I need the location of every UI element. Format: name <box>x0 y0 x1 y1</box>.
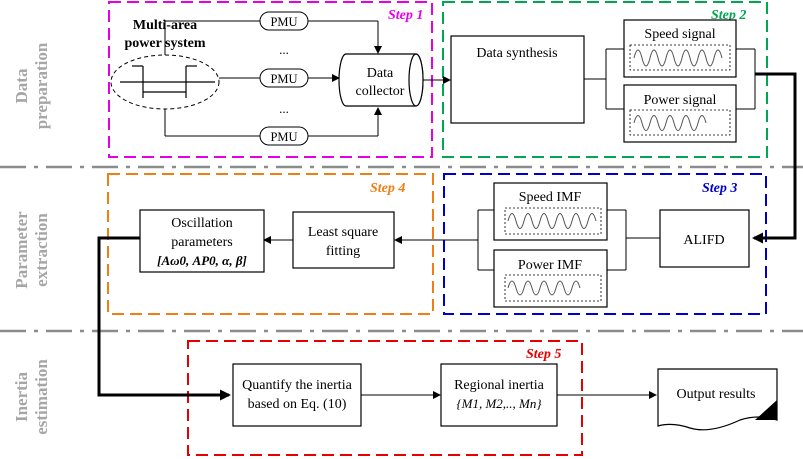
pmu-connections <box>164 20 382 137</box>
svg-text:Regional inertia: Regional inertia <box>454 378 545 393</box>
step2-label: Step 2 <box>711 8 746 23</box>
section-label-data-preparation: Data preparation <box>12 42 51 129</box>
svg-text:extraction: extraction <box>32 213 51 287</box>
thick-arrow-to-alifd <box>752 72 797 244</box>
svg-text:{M1, M2,.., Mn}: {M1, M2,.., Mn} <box>456 396 542 411</box>
speed-signal-box: Speed signal <box>623 19 737 78</box>
step4-label: Step 4 <box>370 181 405 196</box>
quantify-inertia-box: Quantify the inertia based on Eq. (10) <box>232 363 362 427</box>
speed-imf-box: Speed IMF <box>493 182 608 241</box>
svg-text:parameters: parameters <box>171 235 232 250</box>
svg-text:Power signal: Power signal <box>644 93 717 108</box>
svg-text:PMU: PMU <box>270 72 297 86</box>
regional-inertia-box: Regional inertia {M1, M2,.., Mn} <box>440 363 558 427</box>
oscillation-parameters-box: Oscillation parameters [Aω0, AP0, α, β] <box>139 209 265 273</box>
pmu-ellipsis-2: ... <box>279 101 289 116</box>
step4-region <box>107 173 434 315</box>
step5-region <box>187 340 583 456</box>
step1-label: Step 1 <box>388 8 423 23</box>
svg-text:Data synthesis: Data synthesis <box>476 46 557 61</box>
step3-label: Step 3 <box>702 181 737 196</box>
alifd-box: ALIFD <box>659 209 750 268</box>
svg-text:Data: Data <box>367 66 394 81</box>
imf-merge <box>394 209 494 271</box>
output-results-shape: Output results <box>657 368 778 431</box>
step2-region <box>442 1 768 158</box>
pmu-1: PMU <box>259 11 309 31</box>
svg-text:PMU: PMU <box>270 130 297 144</box>
svg-text:estimation: estimation <box>32 359 51 435</box>
step5-label: Step 5 <box>526 347 561 362</box>
svg-text:preparation: preparation <box>32 42 51 129</box>
svg-text:collector: collector <box>356 84 405 99</box>
svg-text:Quantify the inertia: Quantify the inertia <box>242 378 352 393</box>
svg-text:Parameter: Parameter <box>12 211 31 289</box>
pmu-2: PMU <box>259 68 309 88</box>
step3-region <box>443 173 767 315</box>
svg-text:Speed signal: Speed signal <box>644 27 715 42</box>
data-synthesis-box: Data synthesis <box>450 35 585 124</box>
svg-text:Inertia: Inertia <box>12 371 31 422</box>
section-label-parameter-extraction: Parameter extraction <box>12 211 51 289</box>
svg-text:Least square: Least square <box>308 225 378 240</box>
svg-text:Output results: Output results <box>677 387 756 402</box>
svg-text:[Aω0, AP0, α, β]: [Aω0, AP0, α, β] <box>157 253 247 268</box>
svg-text:based on Eq. (10): based on Eq. (10) <box>248 397 347 412</box>
section-label-inertia-estimation: Inertia estimation <box>12 359 51 435</box>
least-square-fitting-box: Least square fitting <box>292 211 395 269</box>
alifd-branches <box>607 209 660 271</box>
pmu-ellipsis-1: ... <box>279 42 289 57</box>
svg-text:Power IMF: Power IMF <box>518 258 582 273</box>
svg-text:fitting: fitting <box>326 244 360 259</box>
pmu-3: PMU <box>259 126 309 146</box>
synthesis-branches <box>584 48 624 110</box>
data-collector: Data collector <box>338 53 424 107</box>
thick-arrow-to-quantify <box>97 236 231 401</box>
signal-merge <box>736 48 756 110</box>
svg-text:Speed IMF: Speed IMF <box>519 190 582 205</box>
svg-text:ALIFD: ALIFD <box>683 233 724 248</box>
svg-text:Oscillation: Oscillation <box>171 216 232 231</box>
power-signal-box: Power signal <box>623 84 737 143</box>
svg-text:Data: Data <box>12 68 31 103</box>
power-system-icon <box>120 65 215 98</box>
power-imf-box: Power IMF <box>493 249 608 308</box>
svg-text:PMU: PMU <box>270 15 297 29</box>
